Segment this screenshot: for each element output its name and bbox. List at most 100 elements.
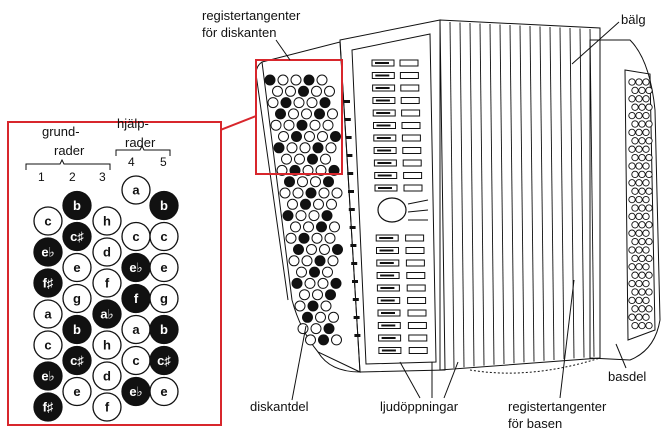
- grille-slot: [407, 322, 427, 329]
- treble-button: [290, 74, 302, 86]
- key-circle: [33, 237, 63, 267]
- keyboard-button: c♯: [149, 345, 179, 376]
- bass-button: [628, 128, 636, 137]
- keyboard-button: e♭: [121, 376, 151, 407]
- grille-slot-fill: [380, 299, 395, 302]
- key-note: f: [134, 291, 139, 306]
- key-note: e♭: [129, 260, 142, 275]
- bass-button: [638, 103, 646, 111]
- key-circle: [92, 361, 122, 391]
- treble-button: [301, 108, 312, 120]
- grille-slot-fill: [380, 287, 395, 289]
- key-note: a: [132, 183, 140, 198]
- treble-button: [273, 142, 285, 154]
- key-circle: [33, 330, 63, 360]
- key-note: e♭: [129, 384, 142, 399]
- treble-button: [326, 198, 337, 210]
- label-treble-register-line2: för diskanten: [202, 25, 276, 40]
- grille-emblem: [377, 197, 407, 223]
- bass-button: [631, 271, 639, 279]
- treble-button: [308, 210, 320, 222]
- key-note: c: [160, 229, 167, 244]
- bass-button: [628, 162, 636, 170]
- key-circle: [62, 376, 92, 407]
- treble-button: [329, 221, 340, 233]
- bass-button: [635, 162, 643, 170]
- bass-part: [589, 39, 661, 361]
- bass-button: [628, 195, 636, 204]
- treble-button: [313, 198, 324, 210]
- treble-button: [303, 74, 315, 86]
- grille-slot-fill: [375, 87, 390, 89]
- bass-button: [642, 263, 650, 271]
- treble-button: [288, 108, 299, 120]
- bass-button: [628, 95, 636, 103]
- treble-button: [331, 187, 343, 199]
- treble-button: [298, 85, 309, 97]
- treble-button: [319, 244, 330, 255]
- bass-button: [638, 170, 646, 179]
- treble-button: [332, 244, 343, 255]
- treble-button: [312, 142, 324, 154]
- bellows: [439, 19, 601, 374]
- bass-button: [645, 187, 653, 195]
- bass-button: [638, 120, 646, 128]
- accordion-illustration: [255, 19, 661, 374]
- keyboard-button: b: [62, 314, 92, 345]
- bass-button: [638, 288, 646, 296]
- bass-button: [642, 313, 650, 321]
- row-number: 1: [38, 170, 45, 184]
- keyboard-button: f♯: [33, 392, 63, 422]
- bass-button: [635, 229, 643, 237]
- keyboard-button: e♭: [33, 237, 63, 267]
- helper-rows-brace: [115, 144, 171, 156]
- grille-slot-fill: [376, 124, 391, 127]
- bass-button: [628, 263, 636, 271]
- label-bass-part: basdel: [608, 369, 646, 384]
- treble-button: [293, 97, 305, 109]
- key-circle: [149, 345, 179, 376]
- treble-button: [264, 74, 276, 86]
- bass-button: [645, 254, 653, 263]
- treble-button: [322, 266, 333, 278]
- bass-button: [638, 271, 646, 279]
- key-circle: [33, 392, 63, 422]
- edge-tick: [353, 316, 360, 319]
- treble-button: [295, 210, 307, 222]
- treble-button: [330, 131, 341, 142]
- bass-button: [635, 111, 643, 120]
- edge-tick: [348, 190, 354, 193]
- bass-button: [631, 305, 639, 313]
- key-note: e: [73, 260, 80, 275]
- keyboard-button: h: [92, 330, 122, 360]
- bass-button: [645, 221, 653, 229]
- bass-button: [642, 246, 650, 254]
- grille-slot: [401, 134, 421, 142]
- keyboard-button: a: [121, 175, 151, 205]
- grille-slot: [408, 347, 428, 354]
- bass-button: [638, 86, 646, 95]
- treble-button: [293, 244, 304, 255]
- key-note: a: [132, 322, 140, 337]
- edge-tick: [352, 298, 359, 301]
- key-circle: [149, 221, 179, 252]
- bass-button: [631, 321, 639, 330]
- key-circle: [62, 190, 92, 221]
- bass-button: [628, 212, 636, 221]
- grille-slot: [402, 147, 422, 154]
- treble-button: [267, 97, 279, 109]
- keyboard-button: e: [62, 252, 92, 283]
- treble-button: [317, 277, 329, 289]
- key-circle: [33, 361, 63, 391]
- grille-slot-fill: [377, 149, 392, 152]
- treble-button: [310, 323, 322, 335]
- row-number: 2: [69, 170, 76, 184]
- bass-button: [645, 137, 653, 145]
- treble-button: [307, 300, 319, 312]
- bass-button: [645, 153, 653, 162]
- bass-button: [635, 313, 643, 321]
- grille-slot-fill: [375, 62, 389, 64]
- bass-button: [645, 271, 653, 279]
- bass-button: [645, 237, 653, 246]
- grille-slot-fill: [375, 74, 390, 77]
